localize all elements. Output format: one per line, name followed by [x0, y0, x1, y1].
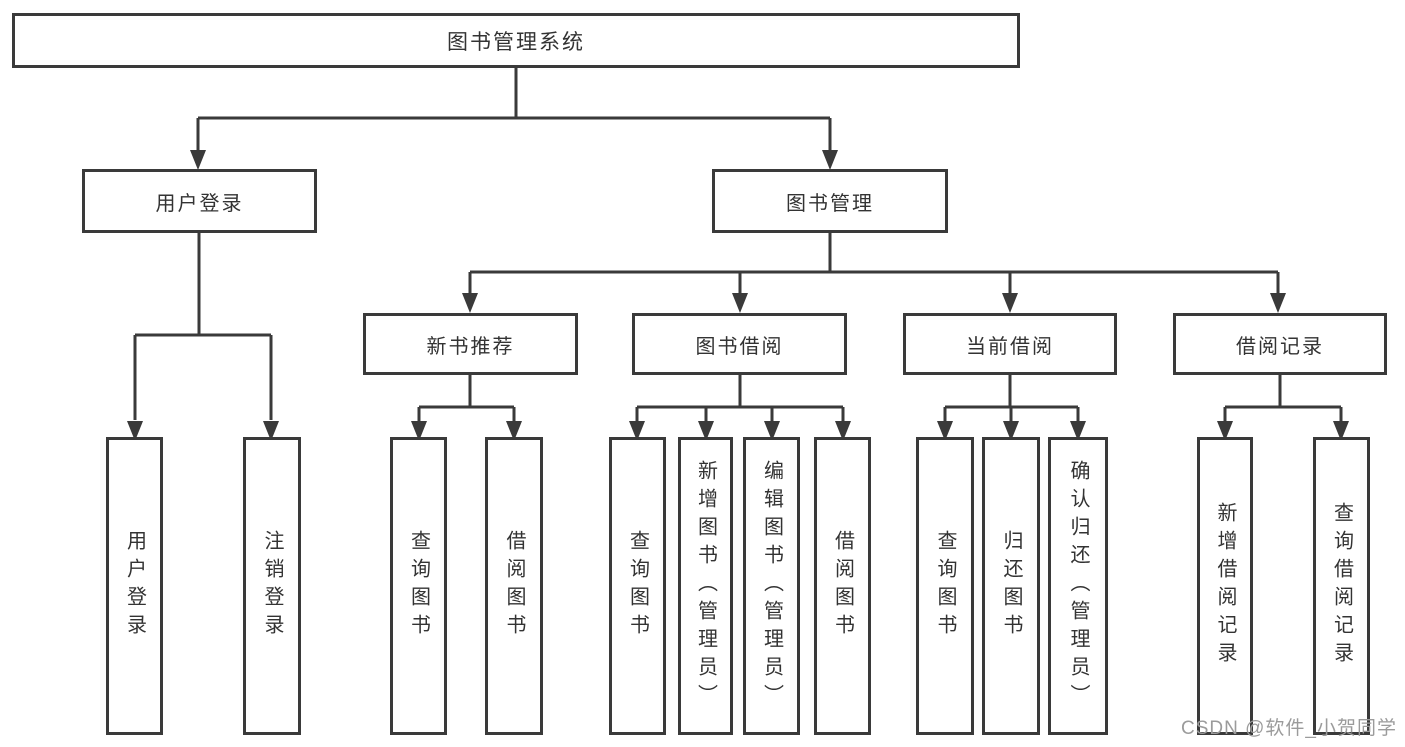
leaf-records-query: 查询借阅记录: [1313, 437, 1370, 735]
leaf-user-login: 用户登录: [106, 437, 163, 735]
leaf-records-add: 新增借阅记录: [1197, 437, 1253, 735]
leaf-current-confirm-admin: 确认归还（管理员）: [1048, 437, 1108, 735]
node-new-books: 新书推荐: [363, 313, 578, 375]
node-book-mgmt: 图书管理: [712, 169, 948, 233]
leaf-newbooks-borrow: 借阅图书: [485, 437, 543, 735]
leaf-borrow-borrow: 借阅图书: [814, 437, 871, 735]
node-current-borrow: 当前借阅: [903, 313, 1117, 375]
node-root: 图书管理系统: [12, 13, 1020, 68]
leaf-borrow-edit-admin: 编辑图书（管理员）: [743, 437, 800, 735]
leaf-current-query: 查询图书: [916, 437, 974, 735]
node-user-login: 用户登录: [82, 169, 317, 233]
node-book-borrow: 图书借阅: [632, 313, 847, 375]
leaf-borrow-add-admin: 新增图书（管理员）: [678, 437, 733, 735]
leaf-current-return: 归还图书: [982, 437, 1040, 735]
leaf-newbooks-query: 查询图书: [390, 437, 447, 735]
leaf-borrow-query: 查询图书: [609, 437, 666, 735]
node-borrow-records: 借阅记录: [1173, 313, 1387, 375]
watermark-text: CSDN @软件_小贺同学: [1181, 718, 1397, 739]
leaf-logout: 注销登录: [243, 437, 301, 735]
